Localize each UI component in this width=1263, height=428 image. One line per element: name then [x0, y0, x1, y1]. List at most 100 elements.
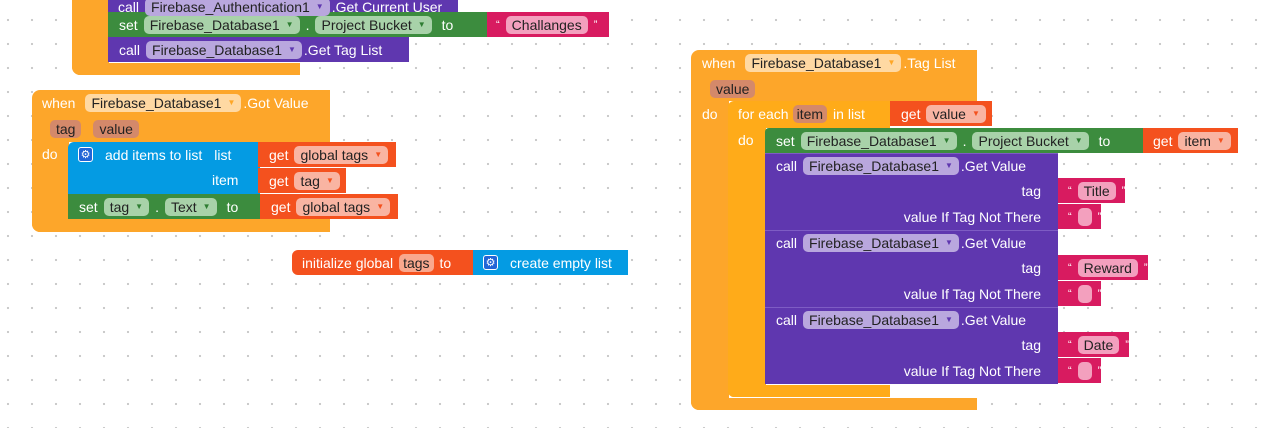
got-value-event-body: [32, 140, 69, 232]
list-label: list: [214, 146, 232, 163]
dropdown-icon: ▼: [227, 97, 236, 107]
dropdown-icon: ▼: [887, 57, 896, 67]
component-name: Firebase_Database1: [806, 132, 937, 149]
component-dropdown[interactable]: Firebase_Database1▼: [146, 40, 302, 59]
tag-socket-label: tag: [1021, 259, 1041, 276]
initialize-global-label: initialize global: [302, 254, 394, 271]
tag-socket-label: tag: [1021, 182, 1041, 199]
do-label: do: [42, 145, 58, 162]
variable-dropdown[interactable]: value ▼: [926, 104, 986, 123]
property-dropdown[interactable]: Text ▼: [164, 197, 217, 216]
dropdown-icon: ▼: [971, 108, 980, 118]
variable-name: value: [932, 105, 966, 122]
call-label: call: [776, 311, 798, 328]
when-label: when: [702, 54, 736, 71]
quote-close: ”: [1097, 364, 1102, 377]
text-field[interactable]: Title: [1077, 181, 1116, 200]
gear-icon[interactable]: ⚙: [78, 147, 93, 162]
component-name: Firebase_Database1: [809, 234, 939, 251]
top-event-bottom: [72, 63, 300, 75]
add-items-block[interactable]: [68, 142, 260, 194]
text-field[interactable]: [1077, 207, 1092, 226]
default-text-block[interactable]: “”: [1058, 358, 1102, 383]
dropdown-icon: ▼: [376, 201, 385, 211]
variable-dropdown[interactable]: item▼: [1178, 131, 1231, 150]
component-dropdown[interactable]: Firebase_Database1▼: [800, 131, 957, 150]
component-dropdown[interactable]: Firebase_Database1 ▼: [803, 156, 959, 175]
global-name-field[interactable]: tags: [399, 253, 434, 272]
variable-dropdown[interactable]: global tags ▼: [296, 197, 391, 216]
dropdown-icon: ▼: [417, 19, 426, 29]
tag-socket-label: tag: [1021, 336, 1041, 353]
dropdown-icon: ▼: [325, 175, 334, 185]
text-field[interactable]: Reward: [1077, 258, 1138, 277]
quote-close: ”: [1125, 338, 1129, 351]
dropdown-icon: ▼: [285, 19, 294, 29]
component-dropdown[interactable]: Firebase_Database1 ▼: [803, 233, 959, 252]
for-each-label: for each: [738, 105, 789, 122]
component-name: Firebase_Database1: [149, 16, 280, 33]
initialize-global-block[interactable]: [292, 250, 474, 275]
property-name: Project Bucket: [321, 16, 412, 33]
method-label: .Get Value: [960, 311, 1027, 328]
tag-text-block[interactable]: “Reward”: [1058, 255, 1148, 280]
dropdown-icon: ▼: [945, 160, 953, 170]
create-empty-list-block[interactable]: [473, 250, 628, 275]
component-dropdown[interactable]: Firebase_Database1▼: [803, 310, 959, 329]
gear-icon[interactable]: ⚙: [483, 255, 498, 270]
quote-open: “: [1068, 287, 1072, 300]
call-label: call: [776, 157, 798, 174]
dropdown-icon: ▼: [135, 201, 144, 211]
property-dropdown[interactable]: Project Bucket▼: [972, 131, 1089, 150]
dropdown-icon: ▼: [202, 201, 211, 211]
quote-open: “: [1068, 210, 1072, 223]
variable-name: tag: [300, 172, 320, 189]
default-text-block[interactable]: “”: [1058, 281, 1102, 306]
set-label: set: [776, 132, 795, 149]
to-label: to: [441, 16, 454, 33]
for-each-body: [728, 126, 766, 397]
loop-variable-field[interactable]: item: [792, 104, 828, 123]
method-label: .Get Value: [960, 234, 1027, 251]
property-name: Text: [170, 198, 197, 215]
variable-name: global tags: [302, 198, 371, 215]
variable-dropdown[interactable]: global tags▼: [294, 145, 389, 164]
default-text-block[interactable]: “”: [1058, 204, 1102, 229]
top-event-block[interactable]: [72, 0, 109, 75]
default-socket-label: value If Tag Not There: [903, 362, 1041, 379]
component-dropdown[interactable]: Firebase_Authentication1▼: [145, 0, 330, 16]
property-dropdown[interactable]: Project Bucket ▼: [315, 15, 432, 34]
when-label: when: [42, 94, 76, 111]
in-list-label: in list: [833, 105, 865, 122]
param-value[interactable]: value: [710, 79, 756, 98]
text-field[interactable]: [1077, 361, 1092, 380]
method-label: .Get Current User: [331, 0, 443, 15]
component-dropdown[interactable]: Firebase_Database1 ▼: [143, 15, 300, 34]
tag-text-block[interactable]: “Title”: [1058, 178, 1126, 203]
param-tag[interactable]: tag: [50, 119, 82, 138]
param-value[interactable]: value: [93, 119, 139, 138]
component-dropdown[interactable]: Firebase_Database1 ▼: [85, 93, 242, 112]
text-field[interactable]: Challanges: [505, 15, 588, 34]
quote-open: “: [1068, 184, 1072, 197]
component-name: Firebase_Database1: [91, 94, 222, 111]
default-socket-label: value If Tag Not There: [903, 208, 1041, 225]
dropdown-icon: ▼: [315, 1, 324, 11]
dropdown-icon: ▼: [945, 237, 953, 247]
component-dropdown[interactable]: Firebase_Database1▼: [745, 53, 902, 72]
set-text-block[interactable]: [68, 194, 260, 219]
event-label: .Tag List: [903, 54, 956, 71]
component-dropdown[interactable]: tag▼: [103, 197, 150, 216]
variable-name: global tags: [300, 146, 369, 163]
component-name: Firebase_Database1: [809, 157, 939, 174]
tag-text-block[interactable]: “Date”: [1058, 332, 1129, 357]
dot-label: .: [305, 16, 310, 33]
call-label: call: [776, 234, 798, 251]
default-socket-label: value If Tag Not There: [903, 285, 1041, 302]
text-field[interactable]: Date: [1077, 335, 1120, 354]
text-field[interactable]: [1077, 284, 1092, 303]
variable-dropdown[interactable]: tag ▼: [294, 171, 340, 190]
get-label: get: [269, 172, 289, 189]
dot-label: .: [155, 198, 159, 215]
get-label: get: [901, 105, 921, 122]
